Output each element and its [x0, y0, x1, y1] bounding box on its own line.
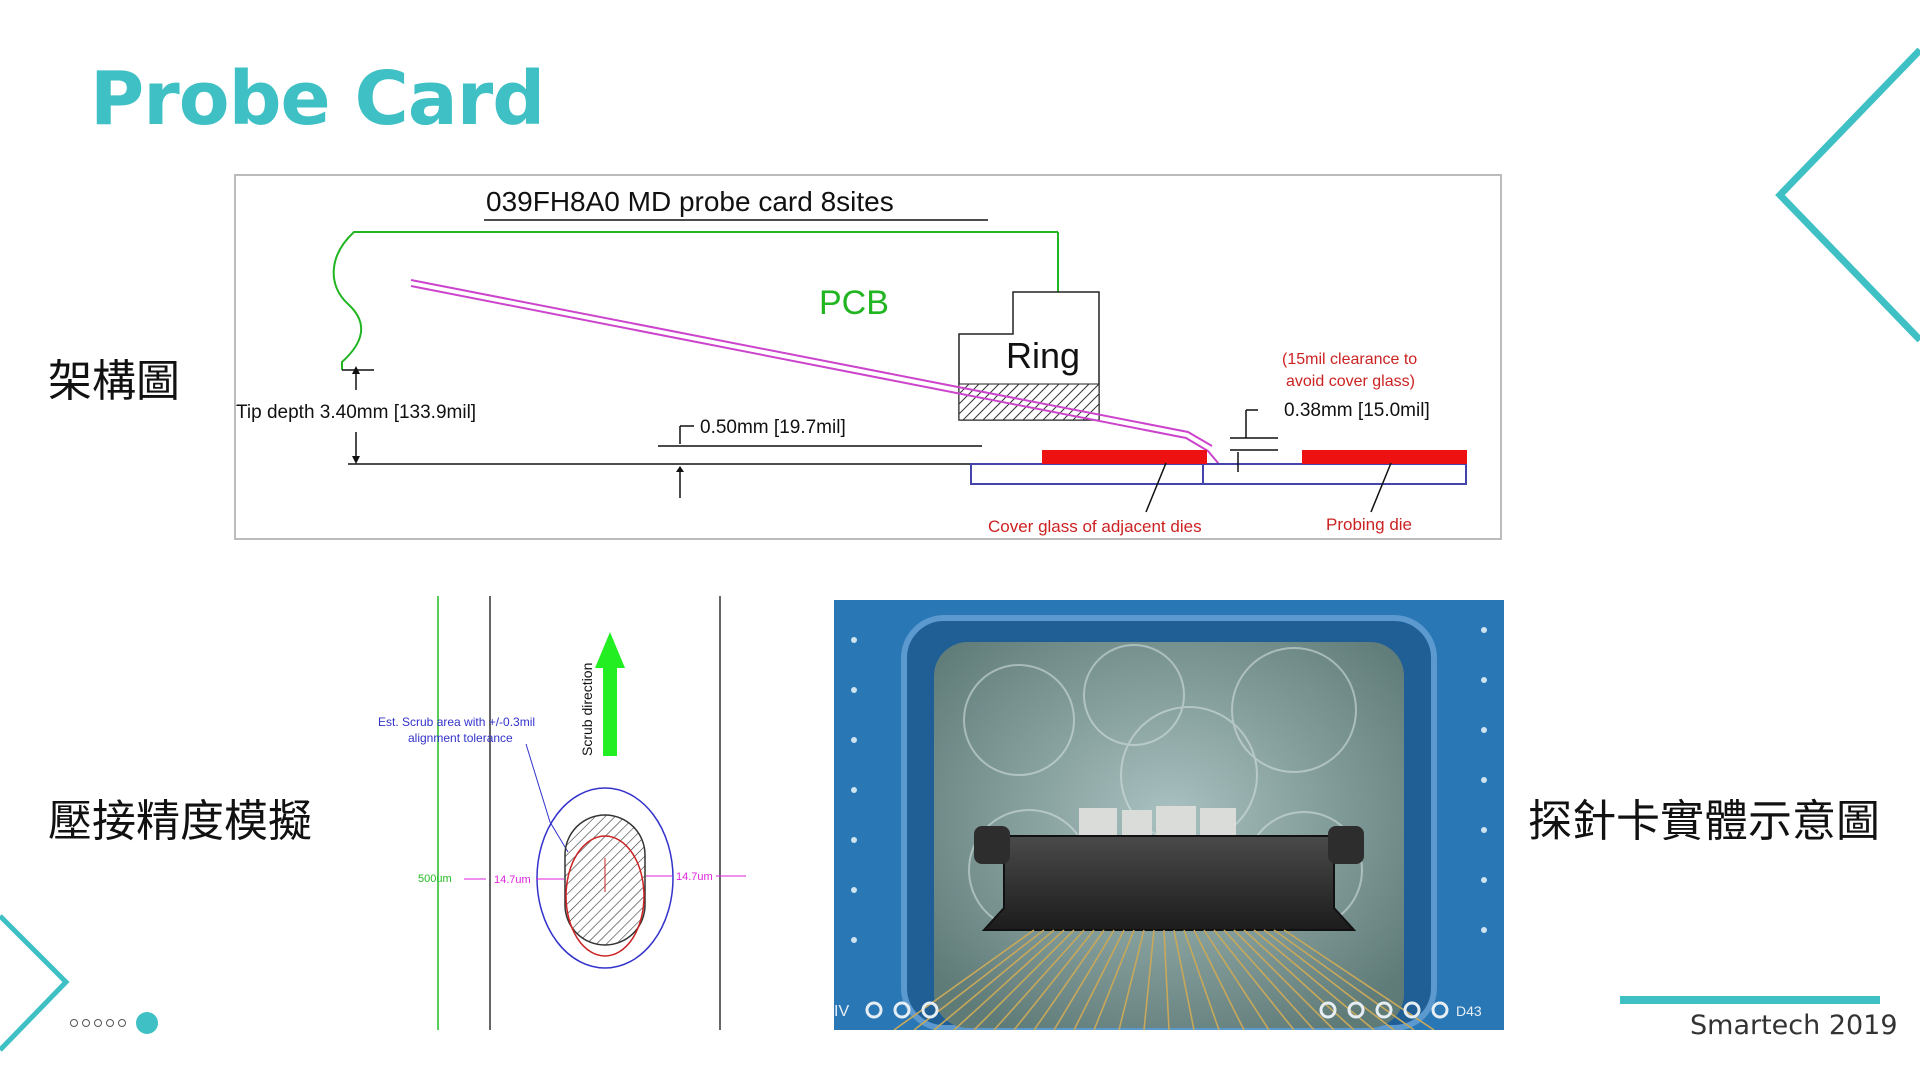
physical-label: 探針卡實體示意圖 [1528, 796, 1880, 847]
precision-label: 壓接精度模擬 [48, 796, 312, 847]
cover-glass-label: Cover glass of adjacent dies [988, 517, 1202, 536]
outer-scrub-oval [536, 787, 674, 969]
scrub-precision-diagram: Scrub direction Est. Scrub area with +/-… [360, 596, 760, 1030]
architecture-label: 架構圖 [48, 356, 180, 407]
scrub-direction-label: Scrub direction [579, 663, 595, 756]
pcb-outline [332, 231, 1059, 370]
offset-right-label: 14.7um [676, 871, 713, 883]
progress-dot [118, 1019, 126, 1027]
pitch-label: 500um [418, 873, 452, 885]
substrate [970, 463, 1467, 485]
page-title: Probe Card [90, 56, 545, 142]
progress-dot-active [136, 1012, 158, 1034]
est-scrub-line2: alignment tolerance [408, 731, 513, 745]
probe-card-architecture-diagram: 039FH8A0 MD probe card 8sites PCB Ring [234, 174, 1502, 540]
probing-die-label: Probing die [1326, 515, 1412, 534]
footer-text: Smartech 2019 [1690, 1010, 1898, 1041]
progress-dot [106, 1019, 114, 1027]
tip-depth-label: Tip depth 3.40mm [133.9mil] [236, 402, 476, 423]
top-right-chevron-decoration [1775, 47, 1920, 343]
slide-progress-dots [70, 1012, 158, 1034]
photo-marking-right: D43 [1456, 1003, 1482, 1019]
offset-left-label: 14.7um [494, 874, 531, 886]
probe-card-photo: IV D43 [834, 600, 1504, 1031]
inner-scrub-oval [565, 835, 645, 957]
ring-label: Ring [1006, 335, 1080, 376]
cover-glass-die [1042, 450, 1207, 464]
pcb-label: PCB [819, 284, 889, 322]
gap2-label: 0.38mm [15.0mil] [1284, 400, 1430, 421]
probing-die [1302, 450, 1467, 464]
clearance-note-1: (15mil clearance to [1282, 351, 1417, 368]
est-scrub-line1: Est. Scrub area with +/-0.3mil [378, 715, 535, 729]
progress-dot [70, 1019, 78, 1027]
gap1-label: 0.50mm [19.7mil] [700, 417, 846, 438]
scrub-direction-arrow-icon [595, 632, 625, 756]
progress-dot [94, 1019, 102, 1027]
progress-dot [82, 1019, 90, 1027]
photo-marking-left: IV [834, 1003, 849, 1020]
bottom-left-chevron-decoration [0, 914, 70, 1052]
diagram-heading: 039FH8A0 MD probe card 8sites [486, 186, 894, 217]
clearance-note-2: avoid cover glass) [1286, 373, 1415, 390]
footer-accent-bar [1620, 996, 1880, 1004]
